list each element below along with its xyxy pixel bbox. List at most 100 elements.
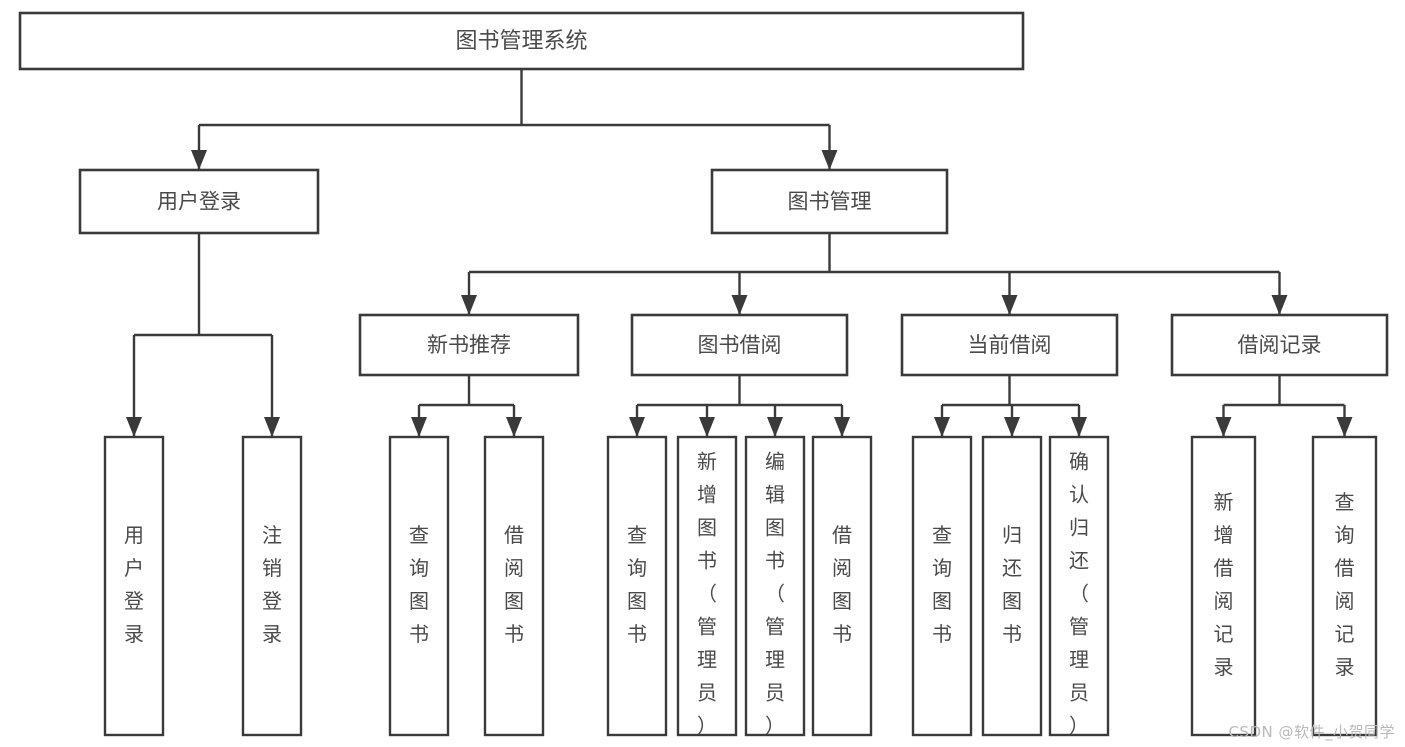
node-label-char: （ [1069, 582, 1089, 606]
node-用户登录[interactable]: 用户登录 [103, 435, 165, 737]
node-label-char: 书 [697, 549, 717, 573]
node-box [358, 313, 580, 377]
node-label-char: 登 [262, 589, 282, 613]
arrow-down-icon [191, 150, 207, 170]
node-box [744, 435, 806, 737]
node-借阅记录[interactable]: 借阅记录 [1170, 313, 1389, 377]
node-label-char: 书 [832, 622, 852, 646]
node-label-char: 管 [1069, 615, 1089, 639]
node-label-char: 书 [627, 622, 647, 646]
node-label-char: 确 [1069, 450, 1089, 474]
node-box [1190, 435, 1257, 737]
arrow-down-icon [1004, 417, 1020, 437]
node-label-char: 询 [627, 556, 647, 580]
node-label-char: 图 [504, 589, 524, 613]
node-label-char: 用 [124, 523, 144, 547]
node-box [900, 313, 1119, 377]
node-label-char: 图 [932, 589, 952, 613]
node-label-char: 新 [697, 450, 717, 474]
node-label-char: 查 [1335, 490, 1355, 514]
node-label-char: 还 [1002, 556, 1022, 580]
node-label-char: 录 [1214, 655, 1234, 679]
node-label-char: 录 [262, 622, 282, 646]
node-label-char: 阅 [832, 556, 852, 580]
node-label-char: 增 [697, 483, 717, 507]
node-图书管理系统[interactable]: 图书管理系统 [18, 11, 1025, 71]
node-label-char: 书 [409, 622, 429, 646]
node-box [606, 435, 668, 737]
node-box [388, 435, 450, 737]
arrow-down-icon [821, 150, 838, 170]
node-label-char: 辑 [765, 483, 785, 507]
csdn-watermark: CSDN @软件_小贺同学 [1228, 723, 1395, 741]
node-label-char: 图 [697, 516, 717, 540]
connector-layer [126, 69, 1353, 437]
node-label-char: 注 [262, 523, 282, 547]
node-label-char: 增 [1214, 523, 1234, 547]
node-label: 新书推荐 [427, 333, 511, 357]
node-图书借阅[interactable]: 图书借阅 [630, 313, 849, 377]
node-label-char: 理 [697, 648, 717, 672]
node-label: 借阅记录 [1238, 333, 1322, 357]
node-label-char: 查 [627, 523, 647, 547]
node-label-char: 认 [1069, 483, 1089, 507]
node-当前借阅[interactable]: 当前借阅 [900, 313, 1119, 377]
node-label-char: 记 [1335, 622, 1355, 646]
node-label-char: 理 [765, 648, 785, 672]
node-label-char: 借 [832, 523, 852, 547]
node-box [981, 435, 1043, 737]
node-label-char: 借 [504, 523, 524, 547]
node-label-char: 员 [697, 681, 717, 705]
node-label-char: 询 [1335, 523, 1355, 547]
node-新书推荐[interactable]: 新书推荐 [358, 313, 580, 377]
node-label-char: 询 [932, 556, 952, 580]
arrow-down-icon [699, 417, 715, 437]
node-label-char: 图 [409, 589, 429, 613]
node-label-char: 查 [932, 523, 952, 547]
node-label-char: 员 [765, 681, 785, 705]
node-label-char: 图 [765, 516, 785, 540]
node-label-char: 记 [1214, 622, 1234, 646]
node-box [1311, 435, 1378, 737]
node-label-char: 录 [1335, 655, 1355, 679]
node-label-char: 归 [1002, 523, 1022, 547]
node-label: 图书管理系统 [455, 29, 587, 54]
node-label-char: 管 [765, 615, 785, 639]
node-label-char: 书 [932, 622, 952, 646]
node-label-char: 录 [124, 622, 144, 646]
node-label-char: （ [697, 582, 717, 606]
arrow-down-icon [1071, 417, 1087, 437]
node-box [710, 168, 949, 235]
node-图书管理[interactable]: 图书管理 [710, 168, 949, 235]
node-用户登录[interactable]: 用户登录 [78, 168, 320, 235]
node-box [103, 435, 165, 737]
node-box [630, 313, 849, 377]
node-label-char: 借 [1335, 556, 1355, 580]
node-label-char: 销 [262, 556, 282, 580]
node-label-char: 询 [409, 556, 429, 580]
arrow-down-icon [264, 417, 280, 437]
node-label: 图书借阅 [698, 333, 782, 357]
arrow-down-icon [411, 417, 427, 437]
arrow-down-icon [731, 295, 748, 315]
node-label-char: 登 [124, 589, 144, 613]
arrow-down-icon [834, 417, 850, 437]
node-label-char: 管 [697, 615, 717, 639]
node-label-char: 借 [1214, 556, 1234, 580]
node-box [1048, 435, 1110, 737]
arrow-down-icon [934, 417, 950, 437]
arrow-down-icon [767, 417, 783, 437]
